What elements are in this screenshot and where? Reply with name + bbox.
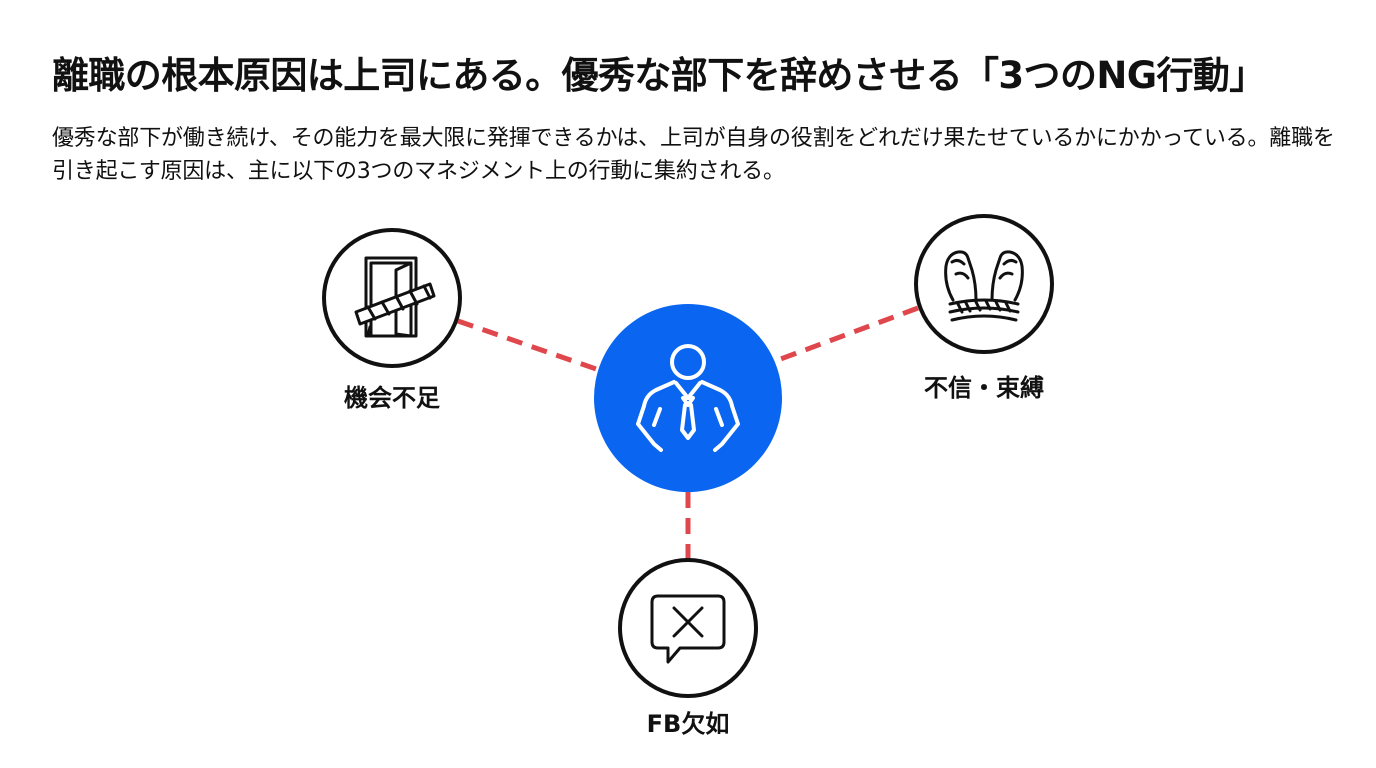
node-distrust [914,214,1054,354]
node-label-feedback: FB欠如 [646,710,730,738]
tied-hands-icon [944,250,1024,322]
node-feedback [618,558,758,698]
barricaded-door-icon [354,256,436,338]
manager-icon [636,344,740,452]
connector-distrust [777,305,919,363]
node-label-distrust: 不信・束縛 [924,374,1044,402]
page-description: 優秀な部下が働き続け、その能力を最大限に発揮できるかは、上司が自身の役割をどれだ… [52,126,1335,184]
page-title: 離職の根本原因は上司にある。優秀な部下を辞めさせる「3つのNG行動」 [52,54,1266,97]
node-label-opportunity: 機会不足 [344,384,440,412]
speech-bubble-x-icon [650,594,726,664]
node-opportunity [322,228,462,368]
connector-opportunity [457,318,600,373]
center-node [594,304,782,492]
